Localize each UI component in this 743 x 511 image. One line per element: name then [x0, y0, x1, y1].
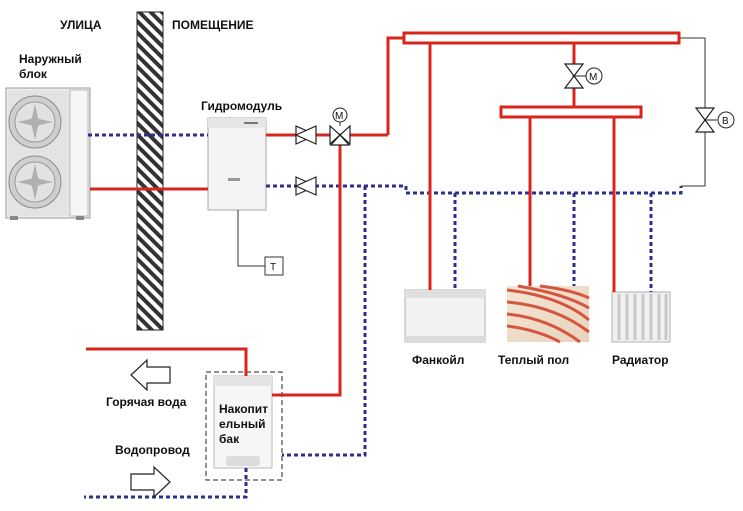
sensor-t-box — [264, 256, 284, 276]
lower-manifold — [499, 105, 643, 119]
label-sensor-t: T — [270, 262, 276, 273]
label-room: ПОМЕЩЕНИЕ — [172, 18, 254, 32]
label-hydromodule: Гидромодуль — [201, 99, 282, 113]
valve-supply-icon — [294, 125, 318, 145]
wall — [136, 11, 164, 331]
floor-heating-image — [506, 284, 590, 344]
hot-water-arrow-icon — [130, 358, 171, 392]
radiator-unit — [611, 291, 671, 343]
storage-tank-boundary — [205, 371, 283, 481]
label-fancoil: Фанкойл — [412, 353, 464, 367]
motorized-valve-icon — [563, 63, 603, 89]
label-tank-1: Накопит — [219, 402, 268, 416]
label-outdoor-unit-1: Наружный — [19, 52, 82, 66]
outdoor-unit — [5, 87, 91, 220]
upper-manifold — [402, 31, 681, 45]
valve-return-icon — [294, 176, 318, 196]
label-street: УЛИЦА — [60, 18, 102, 32]
storage-tank — [213, 375, 273, 469]
label-tank-2: ельный — [219, 417, 266, 431]
return-pipes — [84, 133, 683, 499]
water-supply-arrow-icon — [130, 465, 171, 499]
label-valve-m2: M — [589, 72, 597, 83]
label-tank-3: бак — [219, 432, 240, 446]
label-valve-m1: M — [335, 111, 343, 122]
fancoil-unit — [404, 289, 486, 343]
label-outdoor-unit-2: блок — [19, 67, 48, 81]
label-radiator: Радиатор — [612, 353, 669, 367]
label-valve-b: B — [722, 116, 729, 127]
three-way-valve-icon — [329, 107, 351, 146]
sensor-wire — [237, 210, 265, 267]
bypass-valve-icon — [694, 107, 735, 133]
label-floor-heating: Теплый пол — [498, 353, 569, 367]
hydromodule-unit — [207, 117, 267, 211]
label-hot-water: Горячая вода — [106, 395, 187, 409]
supply-pipes — [86, 36, 616, 397]
label-water-supply: Водопровод — [115, 443, 190, 457]
